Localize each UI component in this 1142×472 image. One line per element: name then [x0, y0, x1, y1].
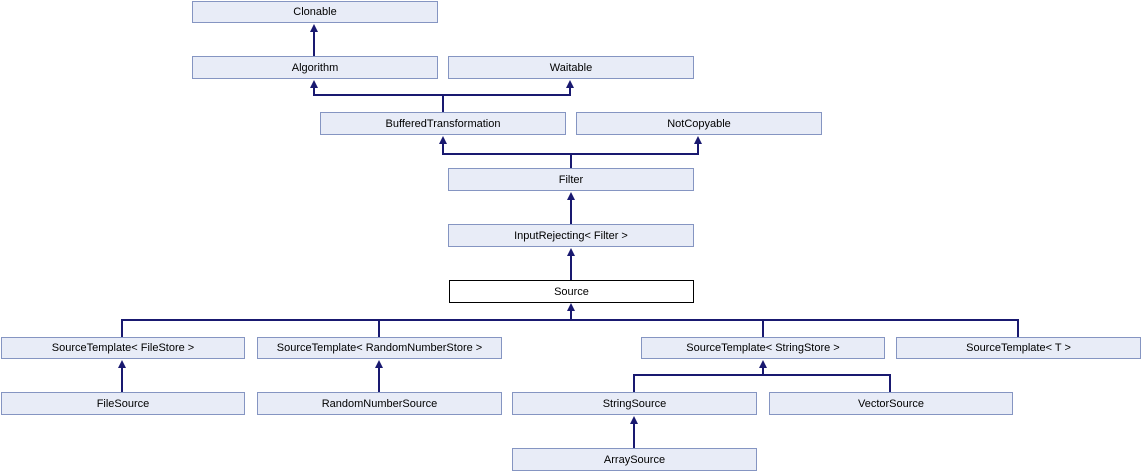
- node-stringsource[interactable]: StringSource: [512, 392, 757, 415]
- arrowhead-up-icon: [567, 192, 575, 200]
- node-vectorsource[interactable]: VectorSource: [769, 392, 1013, 415]
- edge-segment: [762, 319, 764, 337]
- edge-segment: [633, 374, 635, 392]
- edge-segment: [570, 153, 572, 168]
- edge-segment: [762, 367, 764, 376]
- node-filter[interactable]: Filter: [448, 168, 694, 191]
- node-source-current: Source: [449, 280, 694, 303]
- edge-segment: [313, 31, 315, 56]
- arrowhead-up-icon: [566, 80, 574, 88]
- node-sourcetemplate-t[interactable]: SourceTemplate< T >: [896, 337, 1141, 359]
- edge-segment: [889, 374, 891, 392]
- edge-segment: [442, 143, 444, 154]
- node-sourcetemplate-stringstore[interactable]: SourceTemplate< StringStore >: [641, 337, 885, 359]
- node-notcopyable[interactable]: NotCopyable: [576, 112, 822, 135]
- edge-segment: [570, 255, 572, 280]
- edge-segment: [633, 423, 635, 448]
- node-waitable[interactable]: Waitable: [448, 56, 694, 79]
- node-clonable[interactable]: Clonable: [192, 1, 438, 23]
- edge-segment: [442, 94, 444, 112]
- node-arraysource[interactable]: ArraySource: [512, 448, 757, 471]
- node-algorithm[interactable]: Algorithm: [192, 56, 438, 79]
- edge-segment: [697, 143, 699, 154]
- edge-segment: [1017, 319, 1019, 337]
- edge-segment: [121, 367, 123, 392]
- arrowhead-up-icon: [567, 248, 575, 256]
- edge-segment: [121, 319, 123, 337]
- edge-segment: [570, 199, 572, 224]
- arrowhead-up-icon: [310, 24, 318, 32]
- node-inputrejecting-filter[interactable]: InputRejecting< Filter >: [448, 224, 694, 247]
- arrowhead-up-icon: [310, 80, 318, 88]
- node-filesource[interactable]: FileSource: [1, 392, 245, 415]
- arrowhead-up-icon: [118, 360, 126, 368]
- arrowhead-up-icon: [567, 303, 575, 311]
- edge-segment: [121, 319, 1019, 321]
- edge-segment: [633, 374, 891, 376]
- edge-segment: [313, 87, 315, 96]
- edge-segment: [378, 367, 380, 392]
- arrowhead-up-icon: [630, 416, 638, 424]
- edge-segment: [378, 319, 380, 337]
- node-sourcetemplate-filestore[interactable]: SourceTemplate< FileStore >: [1, 337, 245, 359]
- node-randomnumbersource[interactable]: RandomNumberSource: [257, 392, 502, 415]
- arrowhead-up-icon: [694, 136, 702, 144]
- edge-segment: [570, 310, 572, 321]
- node-bufferedtransformation[interactable]: BufferedTransformation: [320, 112, 566, 135]
- arrowhead-up-icon: [439, 136, 447, 144]
- arrowhead-up-icon: [759, 360, 767, 368]
- node-sourcetemplate-randomnumberstore[interactable]: SourceTemplate< RandomNumberStore >: [257, 337, 502, 359]
- arrowhead-up-icon: [375, 360, 383, 368]
- edge-segment: [569, 87, 571, 96]
